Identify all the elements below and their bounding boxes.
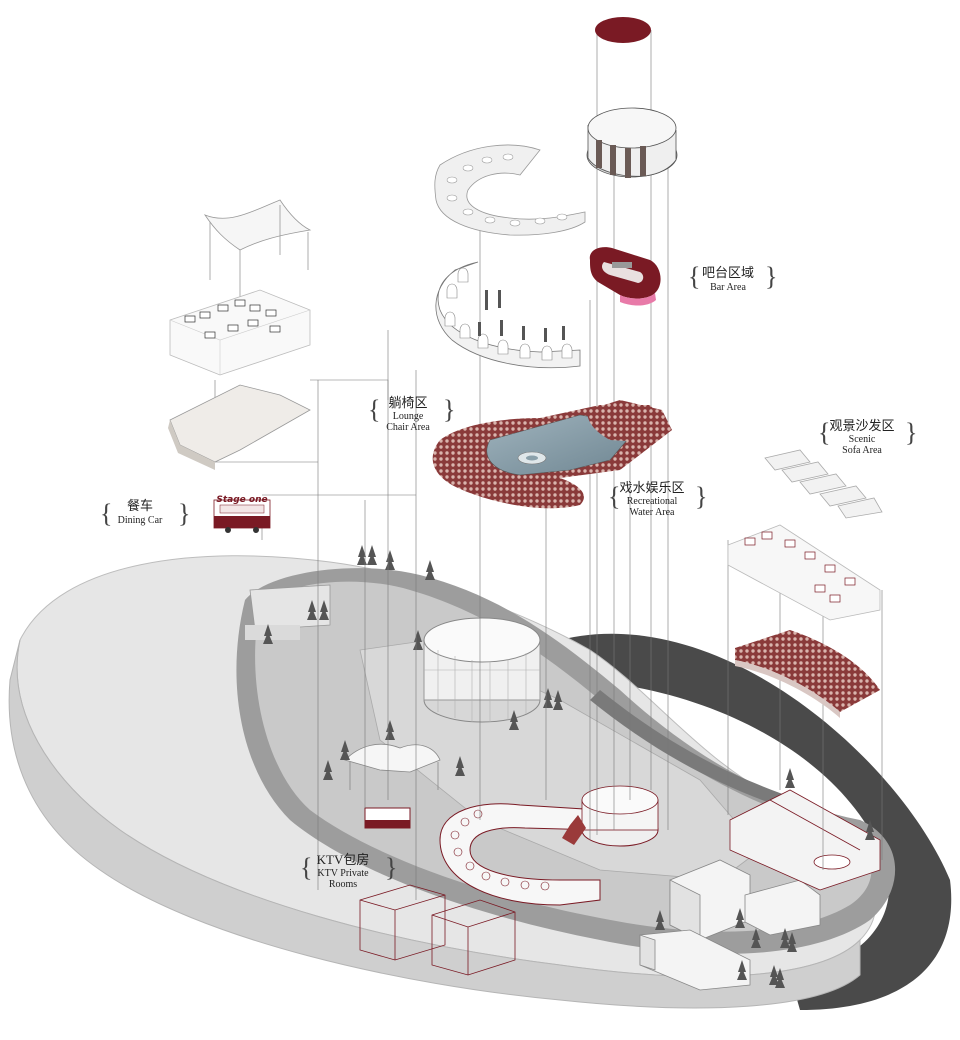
svg-text:{: { — [100, 499, 112, 528]
dining-en1: Dining Car — [118, 515, 163, 526]
svg-text:}: } — [905, 418, 917, 447]
perforated-canopy — [434, 144, 586, 236]
scenic-floor-plate — [735, 630, 880, 718]
scenic-en1: Scenic — [849, 434, 876, 445]
label-ktv: { } KTV包房 KTV Private Rooms — [300, 852, 397, 890]
svg-text:}: } — [443, 395, 455, 424]
scenic-canopy — [764, 449, 883, 519]
ktv-en1: KTV Private — [317, 868, 369, 879]
ktv-cn: KTV包房 — [317, 852, 370, 867]
water-en2: Water Area — [630, 507, 676, 518]
svg-text:}: } — [695, 482, 707, 511]
label-water: { } 戏水娱乐区 Recreational Water Area — [608, 480, 707, 518]
svg-text:{: { — [818, 418, 830, 447]
tent-canopy — [203, 199, 312, 300]
ktv-rooms-boxes — [359, 884, 516, 976]
brace-left: { — [688, 262, 700, 291]
ktv-en2: Rooms — [329, 879, 357, 890]
scenic-en2: Sofa Area — [842, 445, 882, 456]
lounge-en2: Chair Area — [386, 422, 430, 433]
dining-truck: Stage one — [213, 495, 271, 533]
svg-text:}: } — [178, 499, 190, 528]
lounge-en1: Lounge — [393, 411, 424, 422]
lounge-cn: 躺椅区 — [388, 395, 427, 410]
svg-text:{: { — [300, 853, 312, 882]
water-cn: 戏水娱乐区 — [619, 480, 684, 495]
ground-bar-ring — [439, 785, 659, 906]
round-pavilion — [586, 107, 678, 178]
scenic-cn: 观景沙发区 — [829, 418, 894, 433]
bar-area-en: Bar Area — [710, 282, 746, 293]
label-scenic: { } 观景沙发区 Scenic Sofa Area — [818, 418, 917, 456]
pool-layer — [432, 400, 672, 509]
scenic-furniture — [727, 524, 881, 621]
top-disc — [595, 17, 651, 43]
truck-sign-text: Stage one — [216, 495, 267, 505]
svg-text:{: { — [608, 482, 620, 511]
lounge-floor-plate — [168, 384, 311, 470]
label-bar-area: { } 吧台区域 Bar Area — [688, 262, 777, 293]
bar-area-cn: 吧台区域 — [702, 265, 754, 280]
ground-buildings — [359, 859, 821, 991]
water-en1: Recreational — [627, 496, 678, 507]
dining-cn: 餐车 — [127, 498, 153, 513]
glass-building — [423, 617, 541, 723]
label-lounge: { } 躺椅区 Lounge Chair Area — [368, 395, 455, 433]
colonnade — [435, 261, 581, 369]
lounge-furniture-box — [169, 289, 311, 376]
svg-text:}: } — [385, 853, 397, 882]
label-dining: { } 餐车 Dining Car — [100, 498, 190, 528]
trees — [263, 545, 875, 988]
svg-text:{: { — [368, 395, 380, 424]
site-base — [8, 555, 952, 1010]
ground-food-truck — [364, 807, 411, 829]
bar-counter — [589, 247, 661, 306]
labels: { } 吧台区域 Bar Area { } 躺椅区 Lounge Chair A… — [100, 262, 917, 890]
brace-right: } — [765, 262, 777, 291]
